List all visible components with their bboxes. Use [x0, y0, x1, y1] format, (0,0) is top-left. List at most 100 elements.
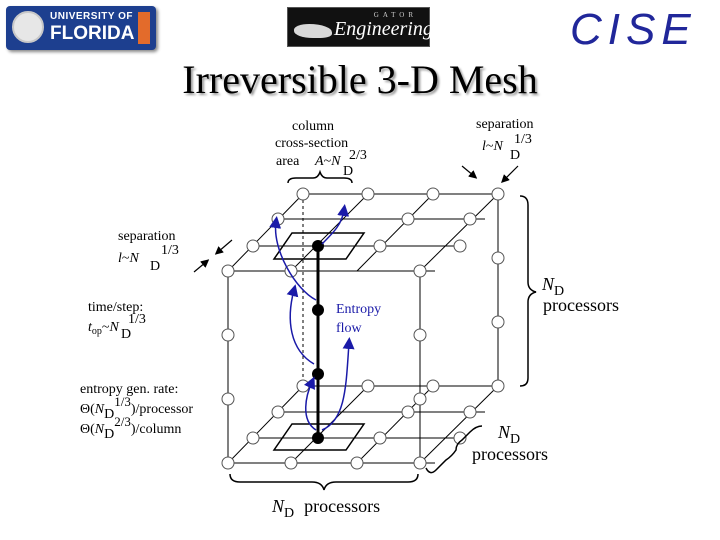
- mesh-node: [361, 187, 375, 201]
- separation-arrows: [193, 165, 519, 273]
- mesh-node: [246, 239, 260, 253]
- right-n: N: [541, 274, 555, 294]
- bottom-cross-section-square: [272, 423, 366, 451]
- right-processors-text: processors: [543, 295, 619, 315]
- mesh-node: [271, 212, 285, 226]
- mesh-node: [413, 392, 427, 406]
- mesh-node: [373, 431, 387, 445]
- eng-logo-subtitle: GATOR: [373, 11, 417, 19]
- bottom-right-brace: [425, 425, 483, 474]
- time-step-label: time/step:: [88, 300, 143, 315]
- area-n: N: [330, 154, 341, 169]
- slide-title: Irreversible 3-D Mesh: [182, 57, 538, 102]
- mesh-node: [401, 405, 415, 419]
- right-processors-label: ND: [541, 274, 564, 299]
- mesh-node: [413, 328, 427, 342]
- bottom-text: processors: [304, 496, 380, 516]
- sep-left-sub: D: [150, 259, 160, 274]
- mesh-node: [413, 456, 427, 470]
- rate-sub-2: D: [104, 427, 114, 442]
- top-cross-section-square: [272, 232, 366, 260]
- mesh-node: [296, 379, 310, 393]
- column-node: [312, 368, 324, 380]
- area-formula: A~N: [314, 154, 341, 169]
- cross-section-label: cross-section: [275, 136, 348, 151]
- diag-processors-text: processors: [472, 444, 548, 464]
- column-node: [312, 432, 324, 444]
- separation-arrow-icon: [214, 239, 233, 255]
- time-sim: ~: [102, 320, 110, 335]
- university-of-florida-logo: UNIVERSITY OF FLORIDA: [6, 6, 156, 50]
- mesh-nodes: [221, 187, 505, 470]
- entropy-flow-arrows: [269, 204, 355, 431]
- diag-processors-label: ND: [497, 422, 520, 447]
- time-op: op: [92, 326, 102, 337]
- rate-n-2: N: [94, 422, 105, 437]
- area-symbol: A: [314, 154, 324, 169]
- mesh-node: [350, 456, 364, 470]
- rate-column: Θ(ND2/3)/column: [80, 414, 181, 442]
- uf-logo-line2: FLORIDA: [50, 23, 135, 44]
- mesh-node: [361, 379, 375, 393]
- sep-left-l: l: [118, 251, 122, 266]
- entropy-arrow-icon: [269, 216, 317, 301]
- rate-sub-1: D: [104, 407, 114, 422]
- rate-label: entropy gen. rate:: [80, 382, 178, 397]
- mesh-node: [463, 212, 477, 226]
- separation-top-formula: l~N: [482, 139, 503, 154]
- braces: [229, 169, 537, 491]
- sep-top-l: l: [482, 139, 486, 154]
- sep-left-n: N: [128, 251, 139, 266]
- time-t: t: [88, 320, 93, 335]
- mesh-node: [246, 431, 260, 445]
- area-sub: D: [343, 164, 353, 179]
- time-n: N: [108, 320, 119, 335]
- entropy-arrow-icon: [304, 376, 317, 431]
- gator-engineering-logo: GATOR Engineering: [287, 7, 433, 47]
- diag-sub: D: [510, 432, 520, 447]
- right-sub: D: [554, 284, 564, 299]
- mesh-node: [453, 239, 467, 253]
- mesh-node: [373, 239, 387, 253]
- column-node: [312, 240, 324, 252]
- rate-theta-1: Θ(: [80, 402, 95, 417]
- mesh-node: [221, 328, 235, 342]
- rate-end-2: )/column: [131, 422, 182, 437]
- mesh-node: [426, 379, 440, 393]
- column-node: [312, 304, 324, 316]
- rate-theta-2: Θ(: [80, 422, 95, 437]
- mesh-node: [491, 187, 505, 201]
- sep-left-sim: ~: [122, 251, 130, 266]
- separation-arrow-icon: [461, 165, 478, 179]
- area-sim: ~: [324, 154, 332, 169]
- sep-top-sub: D: [510, 148, 520, 163]
- mesh-node: [491, 251, 505, 265]
- right-brace: [519, 195, 537, 387]
- sep-top-exp: 1/3: [514, 132, 532, 147]
- mesh-node: [401, 212, 415, 226]
- entropy-flow-label-1: Entropy: [336, 302, 381, 317]
- mesh-node: [221, 264, 235, 278]
- mesh-node: [491, 315, 505, 329]
- mesh-node: [413, 264, 427, 278]
- rate-exp-2: 2/3: [114, 414, 131, 429]
- area-label: area: [276, 154, 300, 169]
- mesh-node: [491, 379, 505, 393]
- sep-top-sim: ~: [486, 139, 494, 154]
- entropy-flow-label-2: flow: [336, 321, 363, 336]
- separation-left-label: separation: [118, 229, 176, 244]
- top-brace: [287, 169, 353, 184]
- bottom-sub: D: [284, 506, 294, 521]
- time-sub: D: [121, 327, 131, 342]
- column-label: column: [292, 119, 334, 134]
- mesh-node: [221, 456, 235, 470]
- mesh-node: [271, 405, 285, 419]
- separation-arrow-icon: [501, 165, 519, 183]
- bottom-n: N: [271, 496, 285, 516]
- time-step-formula: top~N: [88, 320, 119, 337]
- diag-n: N: [497, 422, 511, 442]
- uf-logo-line1: UNIVERSITY OF: [50, 11, 133, 22]
- bottom-brace: [229, 473, 419, 491]
- mesh-node: [296, 187, 310, 201]
